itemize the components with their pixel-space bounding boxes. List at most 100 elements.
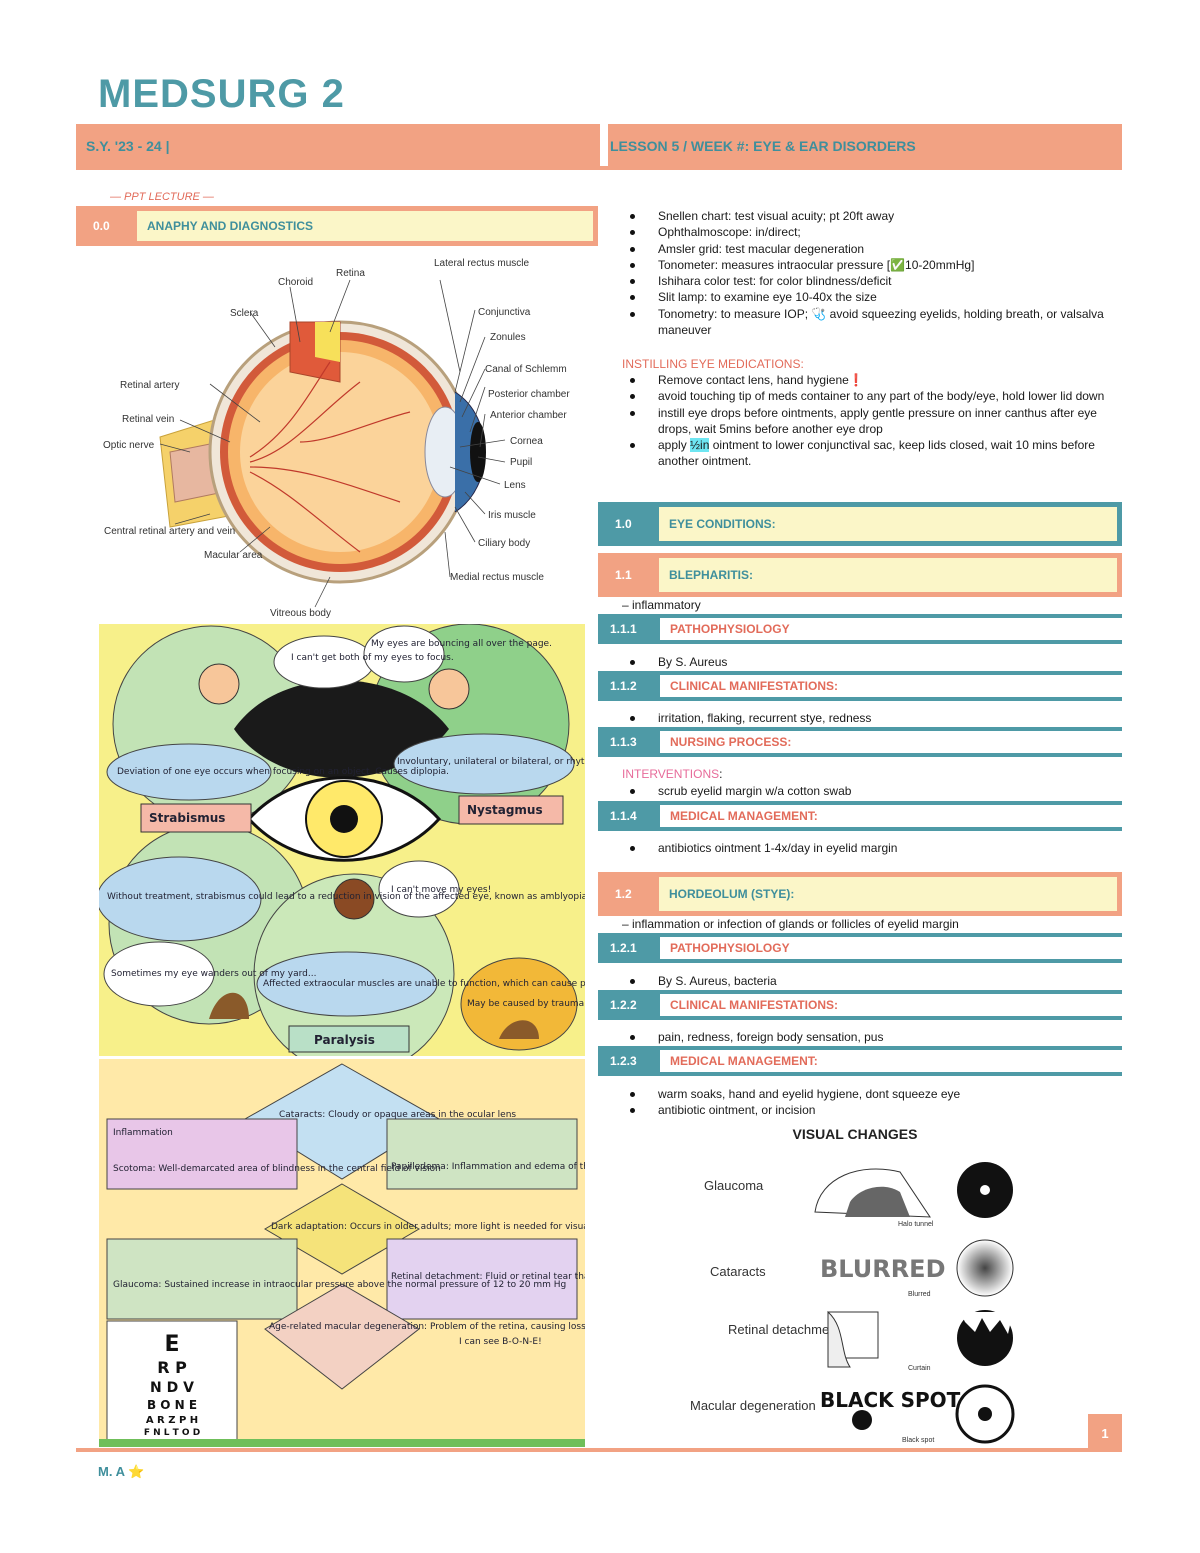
list-item: apply ½in ointment to lower conjunctival… bbox=[622, 437, 1112, 470]
list-item: Ophthalmoscope: in/direct; bbox=[622, 224, 1112, 240]
diagnostics-list: Snellen chart: test visual acuity; pt 20… bbox=[622, 208, 1112, 338]
strabismus-nystagmus-comic: I can't get both of my eyes to focus. My… bbox=[96, 623, 947, 1075]
instilling-list: Remove contact lens, hand hygiene❗ avoid… bbox=[622, 372, 1112, 470]
list-item: instill eye drops before ointments, appl… bbox=[622, 405, 1112, 438]
comic-text: Cataracts: Cloudy or opaque areas in the… bbox=[279, 1110, 516, 1120]
footer-rule bbox=[76, 1448, 1122, 1452]
subsection-header: 1.2.1 PATHOPHYSIOLOGY bbox=[598, 933, 1122, 963]
section-number: 1.1 bbox=[603, 558, 659, 592]
eye-chart-row: R P bbox=[157, 1358, 187, 1377]
document-title: MEDSURG 2 bbox=[98, 72, 345, 116]
comic-text: Without treatment, strabismus could lead… bbox=[107, 892, 585, 902]
school-year: S.Y. '23 - 24 | bbox=[86, 138, 170, 154]
subsection-header: 1.1.3 NURSING PROCESS: bbox=[598, 727, 1122, 757]
subsection-label: MEDICAL MANAGEMENT: bbox=[670, 1054, 818, 1068]
eye-chart-row: E bbox=[164, 1332, 179, 1357]
subsection-header: 1.1.4 MEDICAL MANAGEMENT: bbox=[598, 801, 1122, 831]
subsection-number: 1.2.1 bbox=[598, 937, 660, 959]
list-item: antibiotics ointment 1-4x/day in eyelid … bbox=[622, 840, 1112, 856]
subsection-number: 1.2.2 bbox=[598, 994, 660, 1016]
condition-caption: Halo tunnel bbox=[898, 1221, 934, 1228]
list-item: scrub eyelid margin w/a cotton swab bbox=[622, 783, 1112, 799]
visual-disorders-comic: Cataracts: Cloudy or opaque areas in the… bbox=[99, 1059, 956, 1447]
eye-chart-row: B O N E bbox=[147, 1398, 197, 1412]
section-number: 1.2 bbox=[603, 877, 659, 911]
eye-chart-row: A R Z P H bbox=[146, 1415, 198, 1426]
eye-label: Vitreous body bbox=[270, 608, 331, 619]
comic-text: My eyes are bouncing all over the page. bbox=[371, 639, 552, 649]
eye-label: Canal of Schlemm bbox=[485, 364, 567, 375]
comic-text: Involuntary, unilateral or bilateral, or… bbox=[397, 757, 585, 767]
condition-label: Retinal detachment bbox=[728, 1322, 840, 1337]
comic-label: Strabismus bbox=[149, 811, 225, 825]
instilling-heading: INSTILLING EYE MEDICATIONS: bbox=[622, 357, 804, 371]
figure-title: VISUAL CHANGES bbox=[793, 1126, 918, 1142]
list-item: antibiotic ointment, or incision bbox=[622, 1102, 1112, 1118]
list-item: Slit lamp: to examine eye 10-40x the siz… bbox=[622, 289, 1112, 305]
eye-label: Retinal vein bbox=[122, 414, 174, 425]
eye-label: Iris muscle bbox=[488, 510, 536, 521]
eye-label: Macular area bbox=[204, 550, 263, 561]
list-item-text: ointment to lower conjunctival sac, keep… bbox=[658, 438, 1095, 469]
subsection-label: PATHOPHYSIOLOGY bbox=[670, 941, 790, 955]
list-item: Remove contact lens, hand hygiene❗ bbox=[622, 372, 1112, 388]
section-header-blepharitis: 1.1 BLEPHARITIS: bbox=[598, 553, 1122, 597]
subsection-label: NURSING PROCESS: bbox=[670, 735, 792, 749]
section-label: HORDEOLUM (STYE): bbox=[669, 887, 795, 901]
subsection-header: 1.2.2 CLINICAL MANIFESTATIONS: bbox=[598, 990, 1122, 1020]
header-rule bbox=[76, 166, 1122, 170]
list-item: By S. Aureus, bacteria bbox=[622, 973, 1112, 989]
section-label: ANAPHY AND DIAGNOSTICS bbox=[147, 219, 314, 233]
eye-label: Zonules bbox=[490, 332, 526, 343]
lesson-title: LESSON 5 / WEEK #: EYE & EAR DISORDERS bbox=[610, 138, 916, 154]
section-number: 1.0 bbox=[603, 507, 659, 541]
section-header-eye-conditions: 1.0 EYE CONDITIONS: bbox=[598, 502, 1122, 546]
comic-text: Inflammation bbox=[113, 1128, 173, 1138]
eye-label: Retina bbox=[336, 268, 365, 279]
eye-label: Conjunctiva bbox=[478, 307, 531, 318]
subsection-header: 1.1.2 CLINICAL MANIFESTATIONS: bbox=[598, 671, 1122, 701]
footer-author: M. A ⭐ bbox=[98, 1464, 145, 1479]
subsection-number: 1.1.1 bbox=[598, 618, 660, 640]
eye-label: Posterior chamber bbox=[488, 389, 570, 400]
condition-caption: Blurred bbox=[908, 1291, 931, 1298]
condition-caption: Curtain bbox=[908, 1365, 931, 1372]
comic-text: Sometimes my eye wanders out of my yard.… bbox=[111, 969, 316, 979]
highlighted-text: ½in bbox=[690, 438, 710, 453]
visual-changes-figure: VISUAL CHANGES Glaucoma Halo tunnel Cata… bbox=[690, 1122, 1020, 1447]
eye-chart-row: N D V bbox=[150, 1380, 194, 1396]
subsection-label: PATHOPHYSIOLOGY bbox=[670, 622, 790, 636]
eye-label: Pupil bbox=[510, 457, 532, 468]
header-divider bbox=[600, 124, 608, 166]
subsection-number: 1.1.2 bbox=[598, 675, 660, 697]
eye-label: Ciliary body bbox=[478, 538, 530, 549]
section-header-anaphy: 0.0 ANAPHY AND DIAGNOSTICS bbox=[76, 206, 598, 246]
comic-text: Deviation of one eye occurs when focusin… bbox=[117, 767, 449, 777]
header-bar: S.Y. '23 - 24 | LESSON 5 / WEEK #: EYE &… bbox=[76, 124, 1122, 166]
section-number: 0.0 bbox=[81, 211, 137, 241]
list-item: Ishihara color test: for color blindness… bbox=[622, 273, 1112, 289]
comic-text: Retinal detachment: Fluid or retinal tea… bbox=[391, 1272, 585, 1282]
list-item: irritation, flaking, recurrent stye, red… bbox=[622, 710, 1112, 726]
eye-label: Central retinal artery and vein bbox=[104, 526, 235, 537]
comic-label: Nystagmus bbox=[467, 803, 543, 817]
blurred-word: BLURRED bbox=[820, 1255, 946, 1283]
comic-text: I can't move my eyes! bbox=[391, 885, 491, 895]
subsection-label: CLINICAL MANIFESTATIONS: bbox=[670, 998, 838, 1012]
eye-chart-row: F N L T O D bbox=[144, 1428, 200, 1438]
eye-label: Choroid bbox=[278, 277, 313, 288]
condition-label: Glaucoma bbox=[704, 1178, 764, 1193]
subsection-label: MEDICAL MANAGEMENT: bbox=[670, 809, 818, 823]
eye-label: Sclera bbox=[230, 308, 259, 319]
subsection-header: 1.1.1 PATHOPHYSIOLOGY bbox=[598, 614, 1122, 644]
list-item: warm soaks, hand and eyelid hygiene, don… bbox=[622, 1086, 1112, 1102]
comic-text: Scotoma: Well-demarcated area of blindne… bbox=[113, 1164, 441, 1174]
eye-label: Anterior chamber bbox=[490, 410, 567, 421]
subsection-header: 1.2.3 MEDICAL MANAGEMENT: bbox=[598, 1046, 1122, 1076]
comic-label: Paralysis bbox=[314, 1033, 375, 1047]
list-item: Tonometer: measures intraocular pressure… bbox=[622, 257, 1112, 273]
list-item-text: apply bbox=[658, 438, 691, 453]
section-header-hordeolum: 1.2 HORDEOLUM (STYE): bbox=[598, 872, 1122, 916]
comic-text: Dark adaptation: Occurs in older adults;… bbox=[271, 1222, 585, 1232]
subsection-number: 1.1.4 bbox=[598, 805, 660, 827]
